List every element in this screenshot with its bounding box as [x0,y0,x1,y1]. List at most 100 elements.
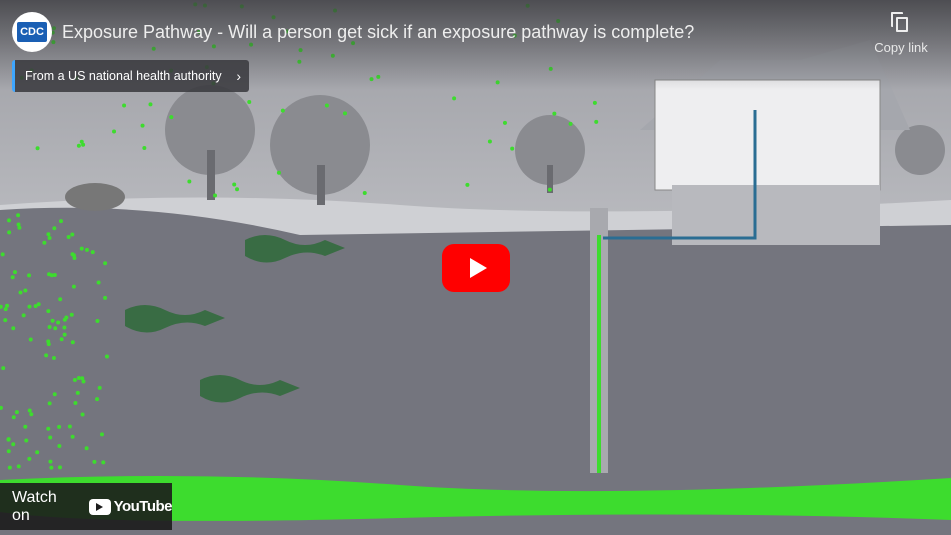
contaminant-dot [5,303,10,308]
contaminant-dot [52,272,57,277]
contaminant-dot [59,337,64,342]
contaminant-dot [80,412,85,417]
contaminant-dot [62,325,67,330]
contaminant-dot [62,332,67,337]
contaminant-dot [3,318,8,323]
contaminant-dot [73,400,78,405]
play-button[interactable] [442,244,510,292]
contaminant-dot [52,392,57,397]
contaminant-dot [81,142,86,147]
contaminant-dot [105,354,110,359]
contaminant-dot [487,139,492,144]
contaminant-dot [57,465,62,470]
contaminant-dot [99,432,104,437]
contaminant-dot [35,450,40,455]
contaminant-dot [187,179,192,184]
contaminant-dot [46,232,51,237]
youtube-play-icon [88,498,111,515]
contaminant-dot [11,415,16,420]
cdc-logo: CDC [17,22,47,42]
youtube-brand: YouTube [113,498,173,515]
contaminant-dot [80,376,85,381]
contaminant-dot [12,270,17,275]
contaminant-dot [3,307,8,312]
contaminant-dot [11,442,16,447]
contaminant-dot [76,143,81,148]
contaminant-dot [46,426,51,431]
contaminant-dot [452,96,457,101]
contaminant-dot [79,246,84,251]
contaminant-dot [232,182,237,187]
contaminant-dot [47,325,52,330]
contaminant-dot [0,304,3,309]
contaminant-dot [70,434,75,439]
contaminant-dot [568,121,573,126]
health-authority-banner[interactable]: From a US national health authority› [12,60,249,92]
contaminant-dot [142,145,147,150]
contaminant-dot [56,320,61,325]
contaminant-dot [71,284,76,289]
contaminant-dot [362,190,367,195]
contaminant-dot [46,309,51,314]
contaminant-dot [48,435,53,440]
contaminant-dot [17,225,22,230]
chevron-right-icon: › [236,68,241,84]
contaminant-dot [57,444,62,449]
channel-avatar[interactable]: CDC [12,12,52,52]
contaminant-dot [0,405,3,410]
contaminant-dot [342,111,347,116]
contaminant-dot [36,302,41,307]
contaminant-dot [47,235,52,240]
contaminant-dot [53,326,58,331]
contaminant-dot [6,218,11,223]
contaminant-dot [213,193,218,198]
contaminant-dot [502,120,507,125]
contaminant-dot [247,99,252,104]
contaminant-dot [95,318,100,323]
contaminant-dot [27,456,32,461]
contaminant-dot [23,288,28,293]
contaminant-dot [16,222,21,227]
contaminant-dot [57,424,62,429]
contaminant-dot [324,103,329,108]
contaminant-dot [66,235,71,240]
contaminant-dot [276,170,281,175]
copy-link-label: Copy link [874,40,928,55]
contaminant-dot [92,459,97,464]
contaminant-dot [76,375,81,380]
contaminant-dot [29,412,34,417]
contaminant-dot [169,115,174,120]
contaminant-dot [27,304,32,309]
contaminant-dot [7,465,12,470]
contaminant-dot [7,230,12,235]
contaminant-dot [1,366,6,371]
contaminant-dot [90,250,95,255]
contaminant-dot [122,103,127,108]
contaminant-dot [27,408,32,413]
contaminant-dot [101,460,106,465]
contaminant-dot [67,424,72,429]
contaminant-dot [42,240,47,245]
contaminant-dot [280,108,285,113]
contaminant-dot [58,297,63,302]
contaminant-dot [70,252,75,257]
contaminant-dot [84,247,89,252]
video-title[interactable]: Exposure Pathway - Will a person get sic… [62,22,695,42]
copy-link-button[interactable]: Copy link [871,12,931,55]
contaminant-dot [6,437,11,442]
contaminant-dot [18,290,23,295]
contaminant-dot [75,390,80,395]
contaminant-dot [44,353,49,358]
contaminant-dot [48,459,53,464]
contaminant-dot [51,356,56,361]
contaminant-dot [465,182,470,187]
contaminant-dot [16,213,21,218]
contaminant-dot [72,255,77,260]
contaminant-dot [64,315,69,320]
contaminant-dot [16,464,21,469]
contaminant-dot [552,111,557,116]
contaminant-dot [84,446,89,451]
contaminant-dot [10,275,15,280]
